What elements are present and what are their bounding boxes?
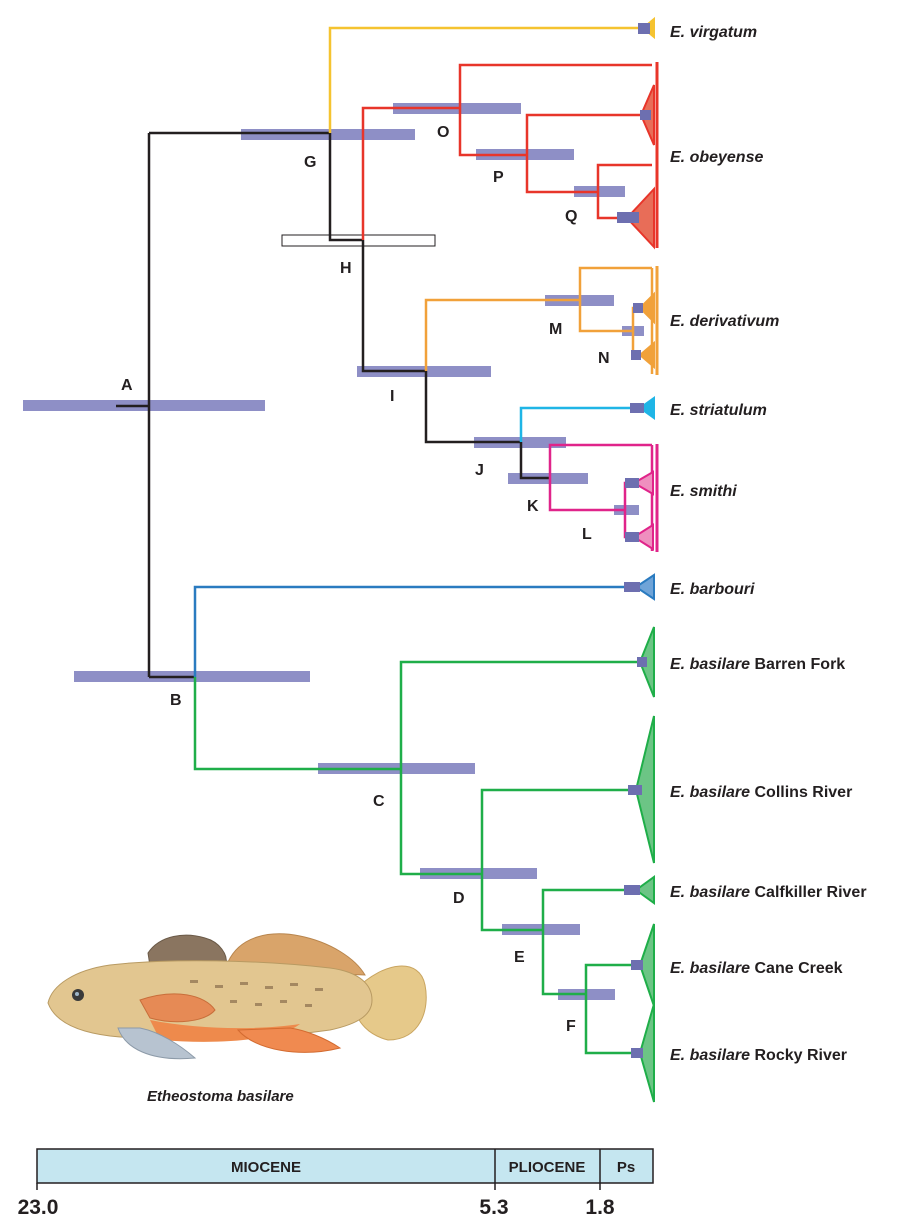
taxon-label: E. basilare Calfkiller River [670, 884, 867, 901]
node-label: M [549, 321, 562, 338]
triangle-derivativum-2 [640, 343, 654, 367]
branches [116, 28, 657, 1053]
node-label: B [170, 692, 182, 709]
epoch-label: Ps [617, 1159, 635, 1176]
timescale: MIOCENE PLIOCENE Ps 23.0 5.3 1.8 [18, 1149, 653, 1219]
taxon-label: E. basilare Barren Fork [670, 656, 845, 673]
branch-A [116, 133, 149, 677]
node-label: E [514, 949, 525, 966]
tick-label: 23.0 [18, 1196, 59, 1219]
tip-marker-virgatum [638, 23, 650, 34]
clade-triangles [627, 19, 654, 1102]
taxon-label: E. barbouri [670, 581, 755, 598]
tip-marker-obeyense [640, 110, 651, 120]
branch-H-I [363, 240, 426, 371]
taxon-label: E. striatulum [670, 402, 767, 419]
taxon-label: E. basilare Rocky River [670, 1047, 847, 1064]
taxon-label: E. smithi [670, 483, 737, 500]
tip-marker-barbouri [624, 582, 640, 592]
tip-marker-cane [631, 960, 643, 970]
branch-derivativum [426, 268, 652, 374]
node-label: C [373, 793, 385, 810]
taxon-label: E. obeyense [670, 149, 763, 166]
node-label: N [598, 350, 610, 367]
node-label: A [121, 377, 133, 394]
taxon-label: E. virgatum [670, 24, 757, 41]
node-label: O [437, 124, 449, 141]
node-label: I [390, 388, 394, 405]
branch-I-J [426, 371, 521, 442]
node-labels: A B C D E F G H I J K L M N O P Q [121, 124, 610, 1035]
fish-caption: Etheostoma basilare [147, 1088, 294, 1105]
tip-marker-barren [637, 657, 647, 667]
tip-marker-derivativum [633, 303, 643, 313]
taxon-label: E. basilare Cane Creek [670, 960, 843, 977]
node-label: L [582, 526, 592, 543]
tip-marker-obeyense-2 [617, 212, 639, 223]
tick-label: 5.3 [479, 1196, 508, 1219]
branch-barbouri [195, 587, 640, 677]
fish-anal-fin [238, 1028, 340, 1052]
fish-photo: Etheostoma basilare [48, 934, 426, 1105]
taxon-label: E. basilare Collins River [670, 784, 852, 801]
epoch-label: PLIOCENE [509, 1159, 586, 1176]
node-label: K [527, 498, 539, 515]
tip-marker-derivativum-2 [631, 350, 641, 360]
node-label: G [304, 154, 316, 171]
hpd-bars [23, 103, 644, 1000]
node-label: Q [565, 208, 577, 225]
tip-marker-striatulum [630, 403, 644, 413]
node-label: J [475, 462, 484, 479]
epoch-label: MIOCENE [231, 1159, 301, 1176]
branch-virgatum [330, 28, 640, 133]
tick-label: 1.8 [585, 1196, 615, 1219]
branch-G-H [330, 133, 363, 240]
node-label: P [493, 169, 504, 186]
taxon-labels: E. virgatum E. obeyense E. derivativum E… [670, 24, 867, 1064]
tip-marker-smithi-2 [625, 532, 639, 542]
tip-marker-calfkiller [624, 885, 640, 895]
tip-marker-collins [628, 785, 642, 795]
taxon-label: E. derivativum [670, 313, 779, 330]
tip-marker-rocky [631, 1048, 643, 1058]
node-label: F [566, 1018, 576, 1035]
node-label: H [340, 260, 352, 277]
tip-marker-smithi [625, 478, 639, 488]
node-label: D [453, 890, 465, 907]
branch-striatulum [521, 408, 645, 442]
hpd-bar-G [241, 129, 415, 140]
